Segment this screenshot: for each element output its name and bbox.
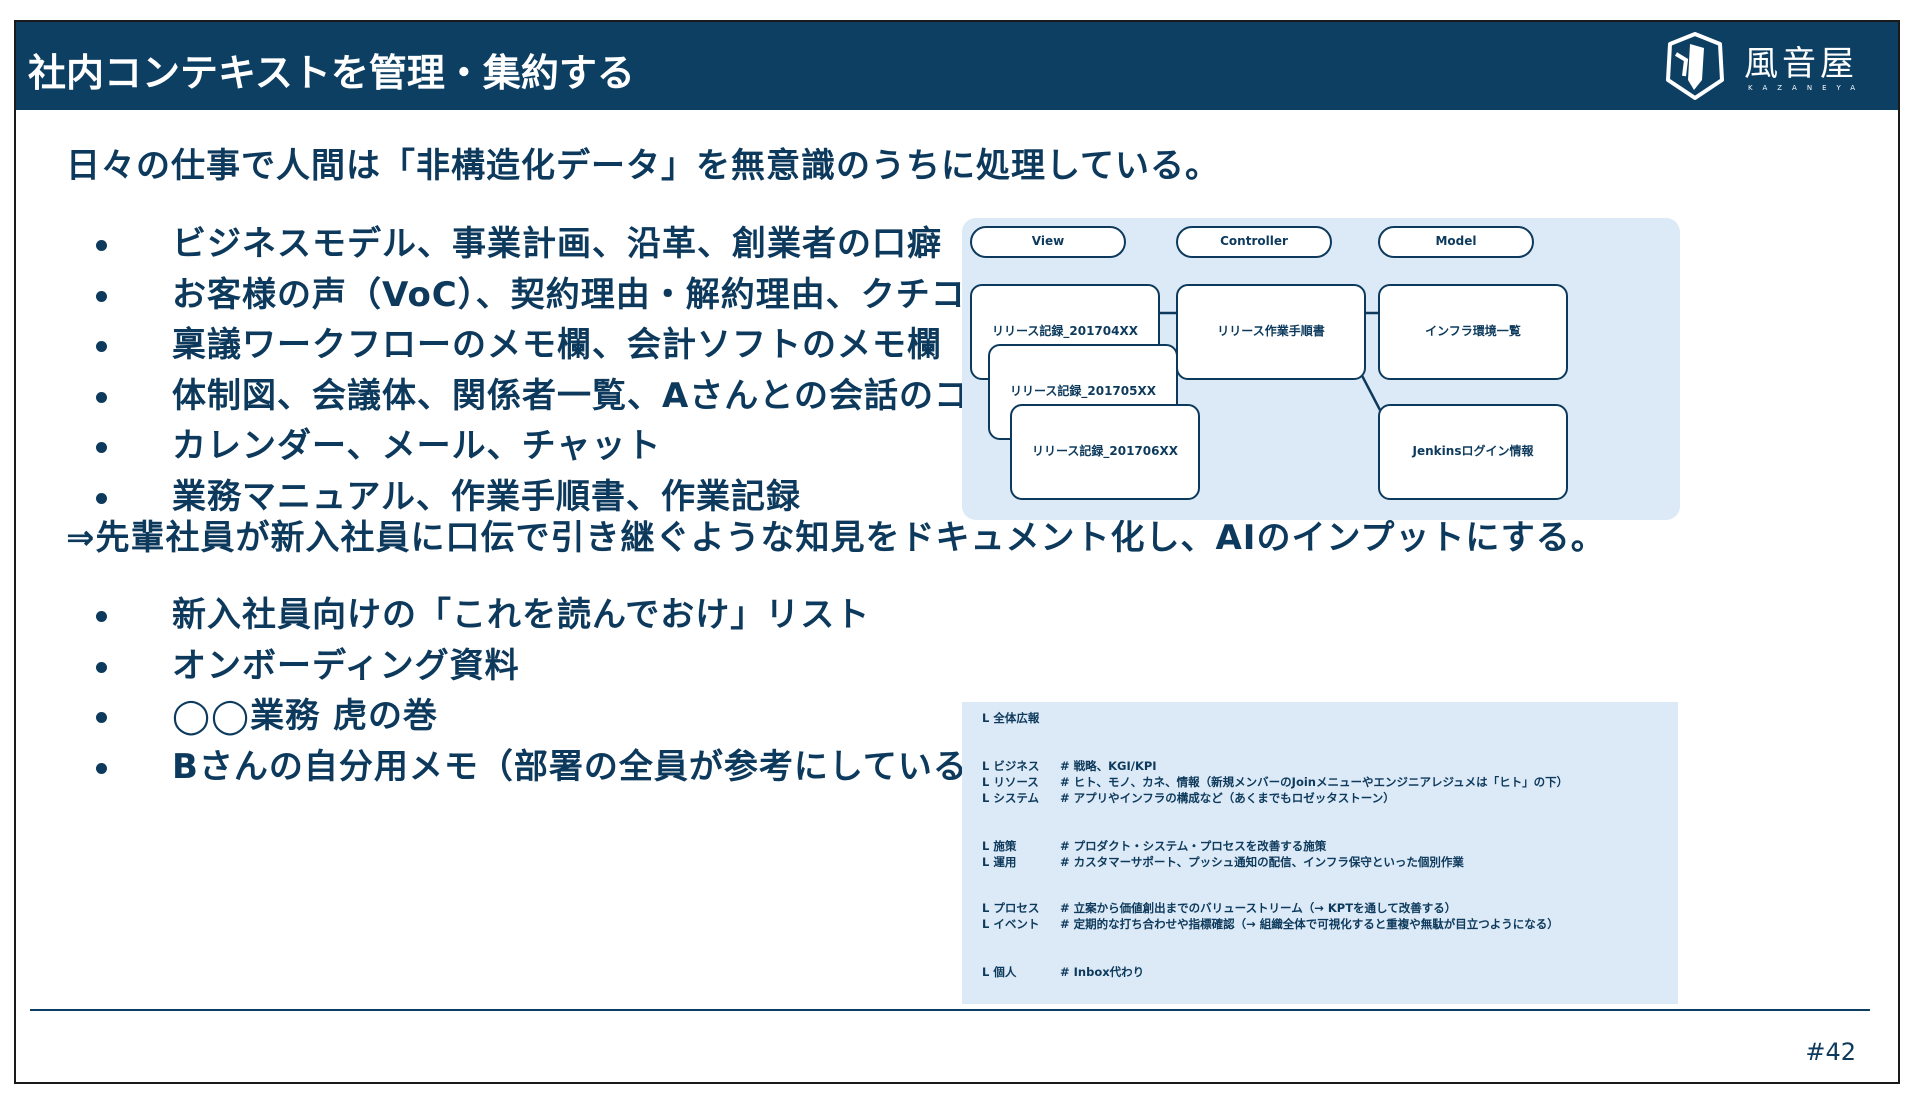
view-header: View [970, 226, 1126, 258]
structure-value: # ヒト、モノ、カネ、情報（新規メンバーのJoinメニューやエンジニアレジュメは… [1060, 775, 1569, 789]
bullet-text: 稟議ワークフローのメモ欄、会計ソフトのメモ欄 [172, 325, 942, 366]
folder-structure-panel: L 全体広報 L ビジネス # 戦略、KGI/KPI L リソース # ヒト、モノ、… [962, 702, 1678, 1004]
structure-value: # アプリやインフラの構成など（あくまでもロゼッタストーン） [1060, 791, 1395, 805]
bullet-item: ◯◯業務 虎の巻 [86, 691, 1003, 742]
slide: 社内コンテキストを管理・集約する 風音屋 KAZANEYA 日々の仕事で人間は「… [14, 20, 1900, 1084]
bullet-dot-icon [96, 611, 107, 622]
bullet-item: 体制図、会議体、関係者一覧、Aさんとの会話のコツ [86, 371, 1106, 422]
structure-row: L 運用 # カスタマーサポート、プッシュ通知の配信、インフラ保守といった個別作業 [982, 854, 1464, 870]
bullet-text: 新入社員向けの「これを読んでおけ」リスト [172, 595, 871, 635]
structure-key: L 運用 [982, 855, 1017, 869]
structure-key: L 個人 [982, 965, 1017, 979]
structure-row: L リソース # ヒト、モノ、カネ、情報（新規メンバーのJoinメニューやエンジニ… [982, 774, 1568, 790]
bullet-dot-icon [96, 661, 107, 673]
bullet-item: ビジネスモデル、事業計画、沿革、創業者の口癖 [86, 219, 1106, 270]
mvc-diagram: View Controller Model リリース記録_201704XX リリ… [962, 218, 1680, 520]
structure-row: L プロセス # 立案から価値創出までのバリューストリーム（→ KPTを通して改善… [982, 900, 1456, 916]
controller-header: Controller [1176, 226, 1332, 258]
bullet-item: Bさんの自分用メモ（部署の全員が参考にしている） [86, 742, 1003, 793]
structure-key: L 施策 [982, 839, 1017, 853]
bullet-item: 新入社員向けの「これを読んでおけ」リスト [86, 590, 1003, 641]
slide-title: 社内コンテキストを管理・集約する [28, 51, 635, 95]
structure-key: L リソース [982, 775, 1039, 789]
release-record-box-3: リリース記録_201706XX [1010, 404, 1200, 500]
structure-value: # 定期的な打ち合わせや指標確認（→ 組織全体で可視化すると重複や無駄が目立つよ… [1060, 917, 1559, 931]
logo-wordmark: 風音屋 [1744, 44, 1858, 84]
bullet-text: カレンダー、メール、チャット [172, 426, 662, 467]
structure-key: L プロセス [982, 901, 1040, 915]
bullet-item: オンボーディング資料 [86, 641, 1003, 692]
structure-row: L システム # アプリやインフラの構成など（あくまでもロゼッタストーン） [982, 790, 1395, 806]
bullet-text: お客様の声（VoC）、契約理由・解約理由、クチコミ・評判 [172, 274, 1106, 315]
bullet-text: 業務マニュアル、作業手順書、作業記録 [172, 476, 801, 517]
bullet-dot-icon [96, 492, 107, 504]
lead-statement-1: 日々の仕事で人間は「非構造化データ」を無意識のうちに処理している。 [66, 146, 1220, 186]
bullet-item: お客様の声（VoC）、契約理由・解約理由、クチコミ・評判 [86, 270, 1106, 321]
bullet-list-documents: 新入社員向けの「これを読んでおけ」リスト オンボーディング資料 ◯◯業務 虎の巻… [86, 590, 1003, 792]
structure-row: L 施策 # プロダクト・システム・プロセスを改善する施策 [982, 838, 1326, 854]
bullet-dot-icon [96, 391, 107, 403]
model-header: Model [1378, 226, 1534, 258]
structure-value: # Inbox代わり [1060, 965, 1145, 979]
structure-row: L ビジネス # 戦略、KGI/KPI [982, 758, 1157, 774]
bullet-text: Bさんの自分用メモ（部署の全員が参考にしている） [172, 746, 1003, 787]
bullet-dot-icon [96, 442, 107, 454]
structure-key: L システム [982, 791, 1039, 805]
bullet-text: ビジネスモデル、事業計画、沿革、創業者の口癖 [172, 224, 942, 264]
bullet-text: 体制図、会議体、関係者一覧、Aさんとの会話のコツ [172, 375, 1004, 416]
kazaneya-logo-icon [1666, 32, 1724, 100]
structure-key: L イベント [982, 917, 1040, 931]
bullet-text: ◯◯業務 虎の巻 [172, 696, 438, 737]
release-procedure-box: リリース作業手順書 [1176, 284, 1366, 380]
bullet-item: 業務マニュアル、作業手順書、作業記録 [86, 472, 1106, 523]
header-bar: 社内コンテキストを管理・集約する 風音屋 KAZANEYA [16, 22, 1898, 110]
structure-value: # カスタマーサポート、プッシュ通知の配信、インフラ保守といった個別作業 [1060, 855, 1464, 869]
bullet-dot-icon [96, 712, 107, 724]
bullet-text: オンボーディング資料 [172, 645, 520, 686]
bullet-dot-icon [96, 762, 107, 774]
bullet-list-sources: ビジネスモデル、事業計画、沿革、創業者の口癖 お客様の声（VoC）、契約理由・解… [86, 219, 1106, 523]
jenkins-login-box: Jenkinsログイン情報 [1378, 404, 1568, 500]
structure-row: L 個人 # Inbox代わり [982, 964, 1144, 980]
structure-key: L ビジネス [982, 759, 1040, 773]
bullet-dot-icon [96, 290, 107, 302]
infra-list-box: インフラ環境一覧 [1378, 284, 1568, 380]
logo-subtext: KAZANEYA [1748, 84, 1866, 92]
bullet-dot-icon [96, 341, 107, 353]
bullet-item: カレンダー、メール、チャット [86, 421, 1106, 472]
structure-row: L イベント # 定期的な打ち合わせや指標確認（→ 組織全体で可視化すると重複や無… [982, 916, 1559, 932]
company-logo: 風音屋 KAZANEYA [1660, 30, 1855, 102]
structure-value: # 戦略、KGI/KPI [1060, 759, 1157, 773]
bullet-dot-icon [96, 240, 107, 251]
structure-value: # 立案から価値創出までのバリューストリーム（→ KPTを通して改善する） [1060, 901, 1457, 915]
bullet-item: 稟議ワークフローのメモ欄、会計ソフトのメモ欄 [86, 320, 1106, 371]
footer-divider [30, 1009, 1870, 1011]
structure-top: L 全体広報 [982, 711, 1040, 725]
lead-statement-2: ⇒先輩社員が新入社員に口伝で引き継ぐような知見をドキュメント化し、AIのインプッ… [66, 518, 1606, 558]
structure-value: # プロダクト・システム・プロセスを改善する施策 [1060, 839, 1327, 853]
page-number: #42 [1805, 1038, 1856, 1066]
